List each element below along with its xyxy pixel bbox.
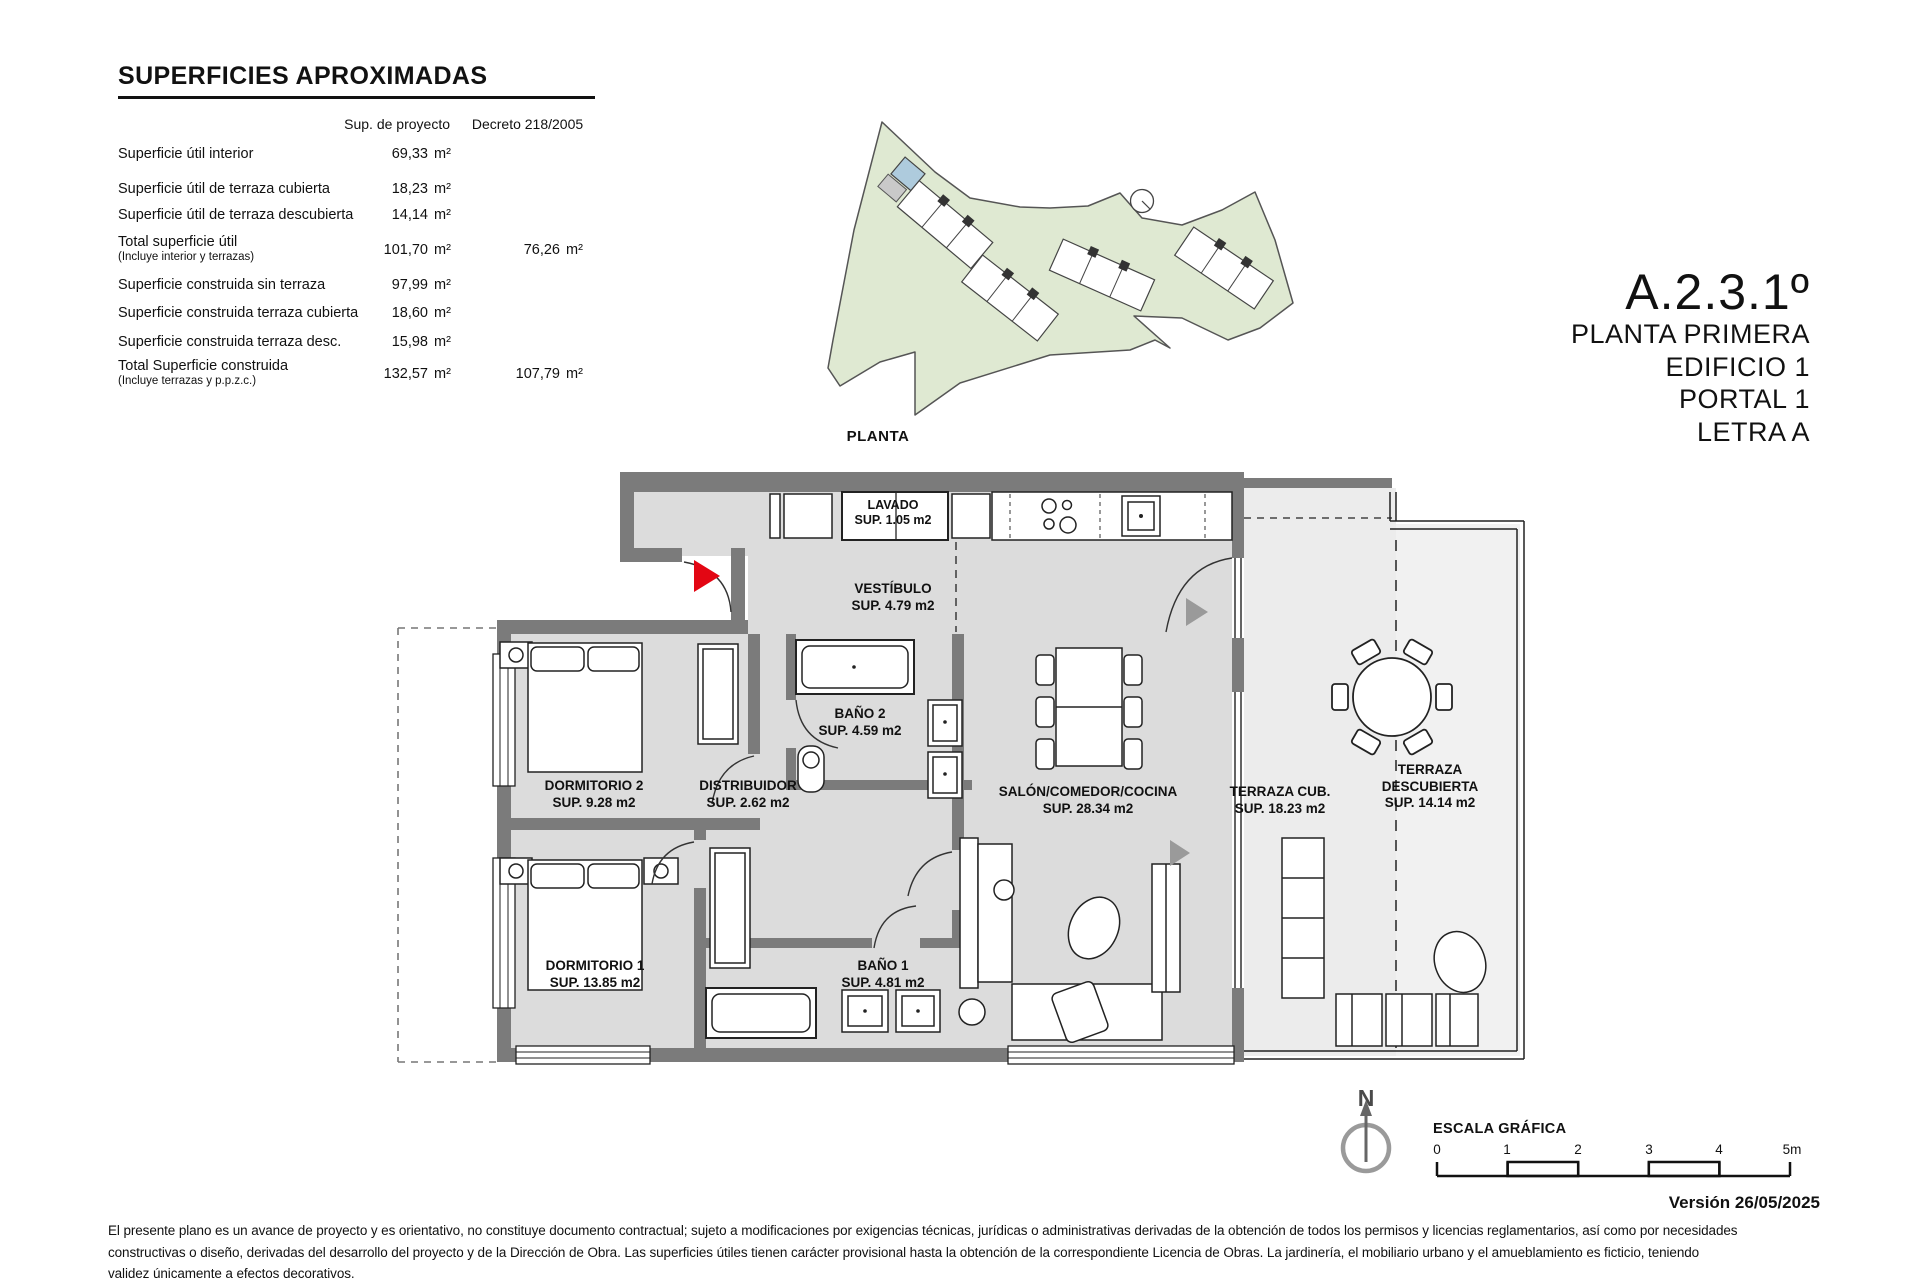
- scale-tick: 3: [1645, 1142, 1653, 1157]
- salon-plant: [1067, 896, 1121, 960]
- column-header-decree: Decreto 218/2005: [471, 116, 584, 132]
- tv-unit: [1151, 863, 1181, 993]
- entrance-arrow: [694, 560, 720, 592]
- bathroom2-fixtures: [795, 639, 963, 799]
- door-direction-marker: [1186, 598, 1208, 626]
- surfaces-table-title: SUPERFICIES APROXIMADAS: [118, 62, 595, 99]
- terrace-parapet: [1244, 492, 1525, 1060]
- scale-bar: [1435, 1160, 1792, 1178]
- scale-tick: 1: [1503, 1142, 1511, 1157]
- site-building-3: [1048, 238, 1156, 312]
- room-label-distribuidor: DISTRIBUIDOR SUP. 2.62 m2: [699, 778, 797, 810]
- room-label-vestibulo: VESTÍBULO SUP. 4.79 m2: [851, 581, 935, 613]
- site-building-4: [1173, 226, 1275, 310]
- bed-dorm1: [499, 847, 751, 991]
- scale-bar-label: ESCALA GRÁFICA: [1433, 1121, 1567, 1137]
- north-arrow-icon: [1340, 1100, 1392, 1174]
- unit-code: A.2.3.1º: [1625, 264, 1810, 320]
- disclaimer: El presente plano es un avance de proyec…: [108, 1220, 1738, 1280]
- projection-dashed: [397, 627, 497, 1063]
- room-label-salon: SALÓN/COMEDOR/COCINA SUP. 28.34 m2: [998, 784, 1178, 816]
- column-header-project: Sup. de proyecto: [344, 116, 450, 132]
- windows: [492, 558, 1244, 1065]
- table-row: Superficie construida terraza desc. 15,9…: [118, 334, 451, 350]
- north-label: N: [1357, 1085, 1375, 1111]
- room-label-dormitorio1: DORMITORIO 1 SUP. 13.85 m2: [545, 958, 645, 990]
- kitchen-strip: [769, 491, 1233, 541]
- surfaces-table: SUPERFICIES APROXIMADAS Sup. de proyecto…: [118, 62, 598, 412]
- scale-tick: 2: [1574, 1142, 1582, 1157]
- room-label-terraza-cubierta: TERRAZA CUB. SUP. 18.23 m2: [1229, 784, 1331, 816]
- site-plan: [827, 121, 1294, 416]
- disclaimer-line: El presente plano es un avance de proyec…: [108, 1223, 1738, 1238]
- disclaimer-line: validez únicamente a efectos decorativos…: [108, 1266, 355, 1280]
- dining-set: [1035, 647, 1143, 770]
- title-line-portal: PORTAL 1: [1678, 384, 1810, 414]
- plan-heading: PLANTA: [846, 428, 910, 445]
- exterior-walls: [497, 472, 1392, 1062]
- door-direction-marker: [1170, 840, 1190, 866]
- title-line-letra: LETRA A: [1696, 416, 1810, 447]
- table-row: Superficie útil de terraza cubierta 18,2…: [118, 181, 451, 197]
- door-arcs: [651, 557, 1233, 949]
- table-row: Superficie construida terraza cubierta 1…: [118, 305, 451, 321]
- scale-tick: 5m: [1782, 1142, 1802, 1157]
- table-row: Superficie útil de terraza descubierta 1…: [118, 207, 451, 223]
- hob-burners: [1041, 498, 1077, 534]
- scale-tick: 4: [1715, 1142, 1723, 1157]
- site-building-1: [877, 156, 994, 270]
- terrace-round-table: [1331, 638, 1453, 756]
- table-row: Superficie útil interior 69,33 m²: [118, 146, 451, 162]
- interior-floor: [505, 480, 1238, 1056]
- table-row: Superficie construida sin terraza 97,99 …: [118, 277, 451, 293]
- title-line-planta: PLANTA PRIMERA: [1570, 319, 1810, 349]
- plan-title-block: A.2.3.1º PLANTA PRIMERA EDIFICIO 1 PORTA…: [1440, 266, 1810, 448]
- room-label-dormitorio2: DORMITORIO 2 SUP. 9.28 m2: [544, 778, 644, 810]
- title-line-edificio: EDIFICIO 1: [1665, 351, 1810, 382]
- table-row: Total Superficie construida (Incluye ter…: [118, 358, 583, 387]
- version-text: Versión 26/05/2025: [1668, 1193, 1820, 1212]
- terrace-sofa: [1281, 837, 1479, 1047]
- scale-tick: 0: [1433, 1142, 1441, 1157]
- bathroom1-fixtures: [705, 987, 941, 1039]
- room-label-bano1: BAÑO 1 SUP. 4.81 m2: [841, 958, 925, 990]
- floor-plan-drawing: [397, 472, 1525, 1065]
- terrace-plant: [1433, 930, 1487, 994]
- site-building-2: [960, 254, 1060, 342]
- disclaimer-line: constructivas o diseño, derivadas del de…: [108, 1244, 1700, 1260]
- sofa-salon: [958, 837, 1163, 1044]
- room-label-terraza-descubierta: TERRAZA DESCUBIERTA SUP. 14.14 m2: [1381, 762, 1479, 810]
- room-label-bano2: BAÑO 2 SUP. 4.59 m2: [818, 706, 902, 738]
- bed-dorm2: [499, 641, 739, 773]
- room-label-lavado: LAVADO SUP. 1.05 m2: [854, 498, 932, 527]
- table-row: Total superficie útil (Incluye interior …: [118, 234, 583, 263]
